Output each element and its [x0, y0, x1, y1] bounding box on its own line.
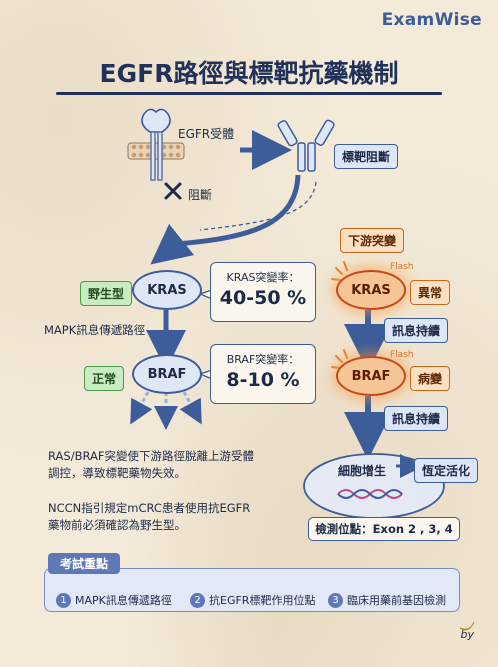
normal-tag: 正常 [84, 366, 125, 391]
exam-item-text: 抗EGFR標靶作用位點 [209, 594, 316, 607]
title-underline [56, 92, 442, 95]
flash-label-2: Flash [390, 350, 414, 360]
cell-proliferation-label: 細胞增生 [338, 464, 387, 478]
brand-logo: ExamWise [381, 10, 482, 30]
mutant-braf-node: BRAF [336, 356, 406, 396]
exam-item-3: 3 臨床用藥前基因檢測 [328, 592, 446, 608]
banana-icon [459, 621, 475, 631]
guideline-line-1: NCCN指引規定mCRC患者使用抗EGFR [48, 501, 251, 515]
exam-item-number: 3 [328, 592, 343, 608]
targeted-block-tag: 標靶阻斷 [334, 144, 399, 169]
exam-item-text: 臨床用藥前基因檢測 [347, 594, 446, 607]
detection-site-box: 檢測位點：Exon 2 , 3, 4 [308, 517, 460, 541]
explanation-line-2: 調控，導致標靶藥物失效。 [48, 466, 186, 480]
faded-downstream-arrows [130, 391, 202, 430]
block-x-icon [164, 182, 182, 200]
signal-persist-tag-1: 訊息持續 [384, 318, 449, 343]
kras-rate-title: KRAS突變率： [226, 271, 300, 284]
constant-activation-tag: 恆定活化 [414, 458, 479, 483]
exam-item-1: 1 MAPK訊息傳遞路徑 [56, 592, 172, 608]
exam-item-number: 1 [56, 592, 71, 608]
mutant-kras-label: KRAS [351, 282, 391, 298]
nccn-guideline: NCCN指引規定mCRC患者使用抗EGFR 藥物前必須確認為野生型。 [48, 500, 250, 534]
flash-label-1: Flash [390, 262, 414, 272]
kras-rate-value: 40-50 % [219, 287, 307, 309]
mapk-pathway-label: MAPK訊息傳遞路徑 [44, 323, 146, 337]
exam-points-heading: 考試重點 [48, 553, 121, 574]
braf-rate-title: BRAF突變率： [226, 353, 300, 366]
exam-item-text: MAPK訊息傳遞路徑 [75, 594, 172, 607]
lesion-tag: 病變 [410, 366, 451, 391]
braf-node: BRAF [132, 354, 202, 394]
downstream-mutation-tag: 下游突變 [340, 228, 405, 253]
mutation-explanation: RAS/BRAF突變使下游路徑脫離上游受體 調控，導致標靶藥物失效。 [48, 448, 254, 482]
kras-node: KRAS [132, 270, 202, 310]
mutant-braf-label: BRAF [351, 368, 391, 384]
kras-node-label: KRAS [147, 282, 187, 298]
drug-to-kras-arrow [150, 174, 301, 265]
antibody-icon [277, 119, 335, 172]
cell-membrane [127, 142, 185, 160]
exam-item-2: 2 抗EGFR標靶作用位點 [190, 592, 315, 608]
kras-rate-box: KRAS突變率： 40-50 % [210, 262, 316, 322]
braf-rate-value: 8-10 % [226, 369, 300, 391]
exam-item-number: 2 [190, 592, 205, 608]
abnormal-tag: 異常 [410, 280, 451, 305]
explanation-line-1: RAS/BRAF突變使下游路徑脫離上游受體 [48, 449, 254, 463]
mutant-kras-node: KRAS [336, 270, 406, 310]
braf-node-label: BRAF [147, 366, 187, 382]
dashed-signal-line [199, 181, 317, 231]
egfr-receptor-icon [141, 108, 171, 181]
guideline-line-2: 藥物前必須確認為野生型。 [48, 518, 186, 532]
braf-rate-box: BRAF突變率： 8-10 % [210, 344, 316, 404]
egfr-receptor-label: EGFR受體 [178, 127, 235, 141]
wild-type-tag: 野生型 [80, 281, 133, 306]
page-title: EGFR路徑與標靶抗藥機制 [99, 59, 399, 88]
exam-points-box [44, 568, 460, 612]
block-label: 阻斷 [188, 188, 213, 202]
signal-persist-tag-2: 訊息持續 [384, 406, 449, 431]
byline: by [460, 628, 475, 641]
